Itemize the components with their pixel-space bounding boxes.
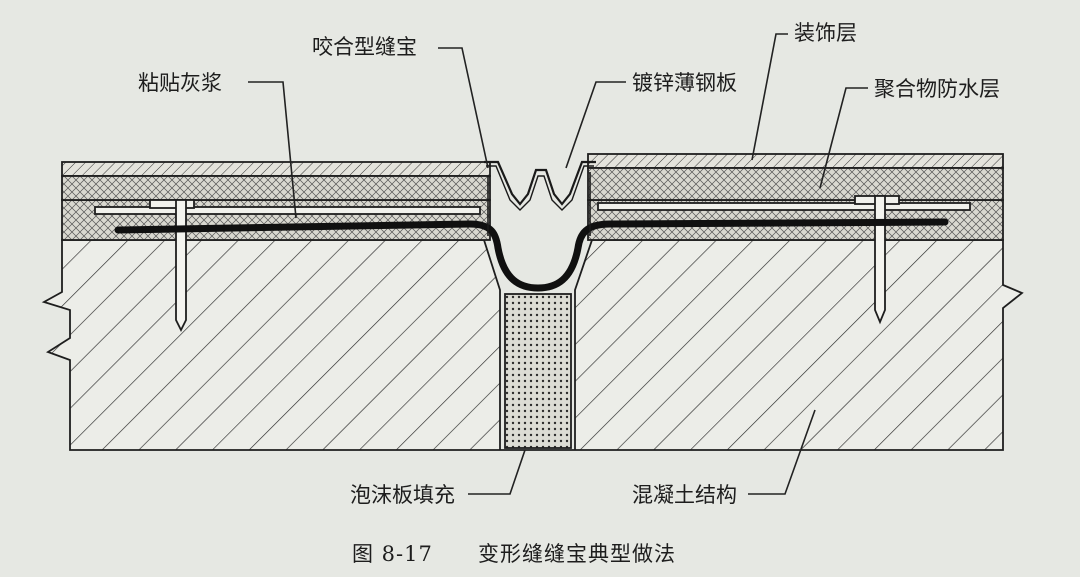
label-galvanized-steel-sheet: 镀锌薄钢板 xyxy=(632,71,737,95)
label-decorative-layer: 装饰层 xyxy=(794,21,857,45)
leader-lines xyxy=(248,33,868,495)
interlocking-joint-cover xyxy=(484,160,596,236)
decorative-layer xyxy=(61,153,1004,201)
label-concrete-structure: 混凝土结构 xyxy=(632,483,737,507)
concrete-structure xyxy=(41,239,1024,451)
anchor-nails xyxy=(175,195,886,333)
polymer-waterproof-layer xyxy=(114,218,949,292)
foam-board-filling xyxy=(504,293,572,449)
label-polymer-waterproof-layer: 聚合物防水层 xyxy=(874,77,1000,101)
figure-title: 变形缝缝宝典型做法 xyxy=(478,542,676,566)
label-adhesive-mortar: 粘贴灰浆 xyxy=(138,71,222,95)
figure-number: 图 8-17 xyxy=(352,542,433,566)
label-foam-board-filling: 泡沫板填充 xyxy=(350,483,455,507)
label-interlocking-joint-cover: 咬合型缝宝 xyxy=(312,35,417,59)
